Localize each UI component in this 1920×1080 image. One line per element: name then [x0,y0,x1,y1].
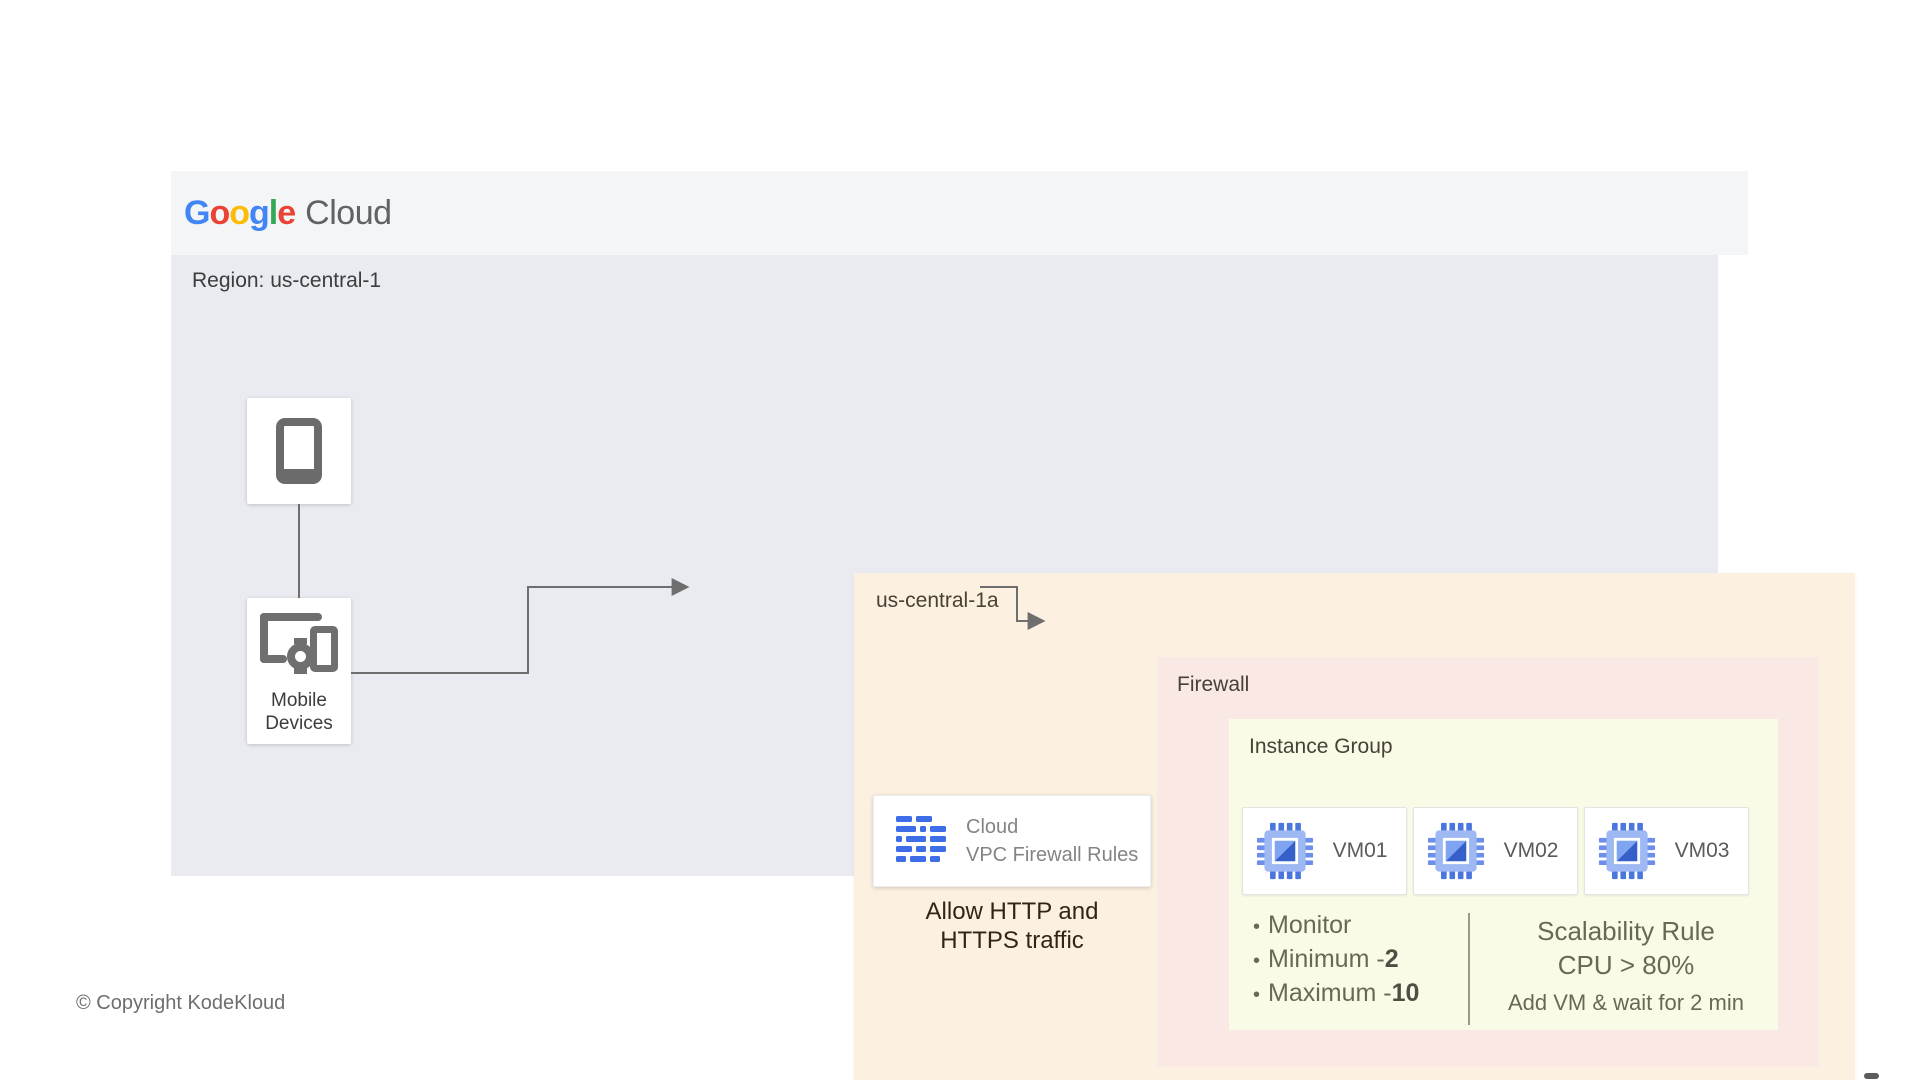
devices-icon [260,613,338,675]
instance-group-label: Instance Group [1249,735,1393,758]
logo-letter: g [249,193,270,232]
list-item: • Minimum - 2 [1253,944,1399,973]
compute-engine-icon [1598,822,1656,880]
vm-label: VM01 [1332,839,1388,862]
vm-node: VM03 [1584,807,1749,895]
region-label: Region: us-central-1 [192,269,382,292]
list-item: • Maximum - 10 [1253,978,1420,1007]
logo-letter: o [229,193,250,232]
scalability-rule-action: Add VM & wait for 2 min [1508,989,1744,1015]
copyright-text: © Copyright KodeKloud [76,992,286,1014]
region-panel: Region: us-central-1 Mobile Devices us-c… [171,255,1855,1080]
list-item: • Monitor [1253,911,1352,939]
bullet-glyph: • [1253,949,1261,972]
phone-node [247,398,351,504]
compute-engine-icon [1427,822,1485,880]
compute-engine-icon [1256,822,1314,880]
logo-product-name: Cloud [305,193,392,232]
mobile-devices-node: Mobile Devices [247,598,351,744]
cloud-firewall-rules-icon [896,816,946,862]
instance-group-panel: Instance Group [1229,719,1778,1030]
monitor-rules-list: • Monitor • Minimum - 2 • Maximum - 10 [1253,909,1468,1010]
zone-label: us-central-1a [876,589,999,612]
mobile-devices-label: Mobile Devices [265,689,333,735]
logo-letter: e [277,193,296,232]
logo-letter: G [184,193,210,232]
vertical-divider [1468,913,1470,1025]
logo-letter: l [268,193,279,232]
firewall-label: Firewall [1177,673,1250,696]
scalability-rule-title: Scalability Rule [1537,916,1715,946]
smartphone-icon [276,418,322,484]
vm-node: VM02 [1413,807,1578,895]
bullet-glyph: • [1253,983,1261,1006]
scalability-rule: Scalability Rule CPU > 80% Add VM & wait… [1481,915,1771,1016]
vm-node: VM01 [1242,807,1407,895]
vpc-caption: Allow HTTP and HTTPS traffic [925,898,1099,954]
firewall-panel: Firewall Instance Group [1157,657,1819,1067]
vpc-node-title: Cloud VPC Firewall Rules [966,816,1139,866]
vpc-firewall-rules-node: Cloud VPC Firewall Rules [873,795,1151,887]
vm-label: VM02 [1503,839,1559,862]
screen-artifact [1864,1073,1879,1079]
bullet-glyph: • [1253,916,1261,938]
vm-label: VM03 [1674,839,1730,862]
logo-letter: o [209,193,230,232]
tablet-icon [310,626,338,672]
zone-panel-us-central-1a: us-central-1a Cloud VPC Firewall Rules [854,573,1855,1080]
scalability-rule-condition: CPU > 80% [1557,949,1695,980]
